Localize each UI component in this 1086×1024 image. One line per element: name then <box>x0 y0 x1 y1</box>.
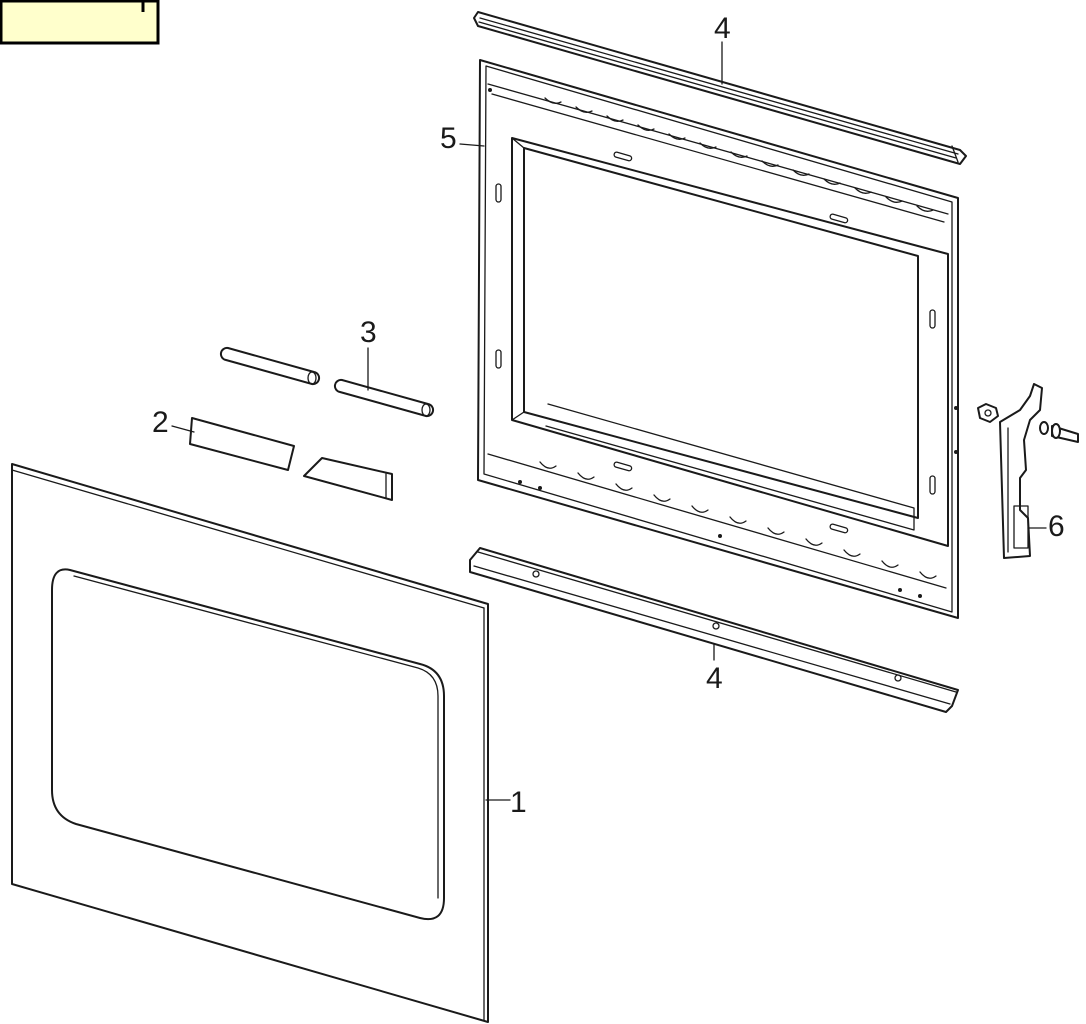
part-2-spacers <box>189 417 393 501</box>
part-3-rods <box>219 346 435 418</box>
callout-labels: 4 5 3 2 6 4 1 <box>152 12 1065 819</box>
callout-6: 6 <box>1048 510 1065 543</box>
leader-lines <box>171 41 1047 801</box>
part-4-top-trim <box>473 11 967 165</box>
callout-4-bottom: 4 <box>706 662 723 695</box>
part-6-hinge-bracket <box>977 383 1079 559</box>
page-tag <box>0 0 160 45</box>
callout-1: 1 <box>510 786 527 819</box>
part-1-outer-glass <box>11 463 489 1023</box>
callout-3: 3 <box>360 316 377 349</box>
part-5-inner-frame <box>477 59 959 619</box>
callout-4-top: 4 <box>714 12 731 45</box>
callout-5: 5 <box>440 122 457 155</box>
callout-2: 2 <box>152 406 169 439</box>
part-4-bottom-channel <box>469 547 959 713</box>
